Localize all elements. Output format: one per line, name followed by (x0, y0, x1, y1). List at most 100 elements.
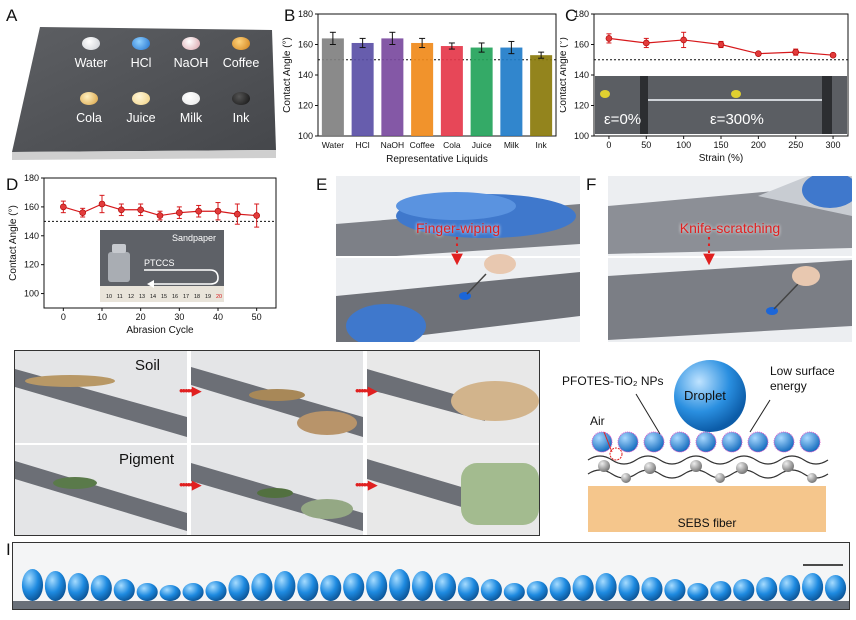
droplet (664, 579, 686, 601)
droplet (366, 571, 388, 601)
nanoparticle-row (591, 431, 821, 453)
droplet (343, 573, 365, 601)
ruler (100, 286, 224, 302)
ptccs-label: PTCCS (144, 258, 175, 268)
drop-ink (232, 92, 250, 105)
drop-milk (182, 92, 200, 105)
panel-label-d: D (6, 175, 19, 194)
panel-label-i: I (6, 540, 11, 559)
droplet (67, 573, 89, 601)
ruler-number: 11 (117, 294, 123, 300)
x-tick-label: Ink (535, 140, 547, 150)
bar-cola (440, 46, 463, 136)
soil-collected (451, 381, 539, 421)
droplet (136, 583, 158, 601)
strain-label-300: ε=300% (710, 111, 764, 128)
y-tick-label: 180 (298, 9, 313, 19)
ruler-number: 16 (172, 294, 178, 300)
droplet (641, 577, 663, 601)
soil-washed (297, 411, 357, 435)
path-arrow (144, 269, 219, 285)
pigment-pile (53, 477, 97, 489)
droplet (526, 581, 548, 601)
droplet-inset-right (731, 90, 741, 98)
x-tick-label: 200 (751, 140, 766, 150)
droplet (182, 583, 204, 601)
x-tick-label: 40 (213, 312, 223, 322)
x-axis-label: Representative Liquids (386, 154, 488, 165)
droplet (44, 571, 66, 601)
droplet (733, 579, 755, 601)
down-arrow: ⋮▼ (447, 234, 467, 270)
droplet (824, 575, 847, 601)
liquid-label-hcl: HCl (130, 56, 152, 70)
fabric-base (13, 601, 849, 609)
droplet (572, 575, 594, 601)
droplet-inset-left (600, 90, 610, 98)
liquid-label-ink: Ink (232, 111, 250, 125)
drop-naoh (182, 37, 200, 50)
droplet (389, 569, 411, 601)
x-tick-label: 150 (713, 140, 728, 150)
weight-top (112, 244, 126, 253)
x-tick-label: 250 (788, 140, 803, 150)
drop-water (82, 37, 100, 50)
ruler-number: 13 (139, 294, 145, 300)
fabric-strip-bottom (608, 260, 852, 340)
drop-cola (80, 92, 98, 105)
panel-g-photo-grid: Soil Pigment •••••▶ •••••▶ •••••▶ •••••▶ (14, 350, 540, 536)
y-tick-label: 140 (298, 70, 313, 80)
liquid-label-cola: Cola (76, 111, 102, 125)
panel-label-b: B (284, 6, 296, 25)
panel-label-a: A (6, 6, 18, 25)
x-axis-label: Strain (%) (699, 153, 743, 164)
y-tick-label: 180 (574, 9, 589, 19)
ruler-number: 10 (106, 294, 112, 300)
y-tick-label: 140 (24, 231, 39, 241)
panel-f-photo: Knife-scratching ⋮▼ (608, 176, 852, 342)
y-axis-label: Contact Angle (°) (282, 37, 293, 113)
y-tick-label: 100 (24, 289, 39, 299)
grey-particles (598, 460, 817, 483)
y-tick-label: 180 (24, 173, 39, 183)
droplet (434, 573, 457, 601)
x-tick-label: Cola (443, 140, 461, 150)
dotted-arrow-1: •••••▶ (179, 383, 202, 398)
liquid-label-naoh: NaOH (173, 56, 209, 70)
panel-label-c: C (565, 6, 578, 25)
data-point (234, 210, 241, 218)
liquid-label-water: Water (74, 56, 108, 70)
liquid-label-coffee: Coffee (222, 56, 260, 70)
droplet (503, 583, 525, 601)
droplet (618, 575, 640, 601)
data-point (156, 212, 164, 219)
data-point (98, 200, 106, 208)
bar-juice (470, 47, 493, 136)
data-point (792, 48, 800, 56)
ruler-number: 19 (205, 294, 211, 300)
x-axis-label: Abrasion Cycle (126, 325, 194, 336)
data-point (195, 207, 202, 215)
x-tick-label: Milk (504, 140, 520, 150)
water-droplet (459, 292, 471, 300)
pigment-washed (301, 499, 353, 519)
y-tick-label: 160 (24, 202, 39, 212)
data-point (137, 206, 144, 214)
strain-label-0: ε=0% (604, 111, 641, 128)
ruler-number: 14 (150, 294, 156, 300)
droplet (21, 569, 44, 601)
low-energy-label-1: Low surface (770, 364, 835, 378)
data-point (214, 207, 222, 215)
clamp-left (640, 76, 648, 134)
bar-water (321, 38, 344, 136)
pigment-collected (461, 463, 539, 525)
inset-background (595, 76, 847, 134)
data-point (605, 35, 613, 42)
y-tick-label: 120 (574, 101, 589, 111)
droplet (457, 577, 479, 601)
y-tick-label: 120 (298, 101, 313, 111)
weight-block (108, 252, 130, 282)
